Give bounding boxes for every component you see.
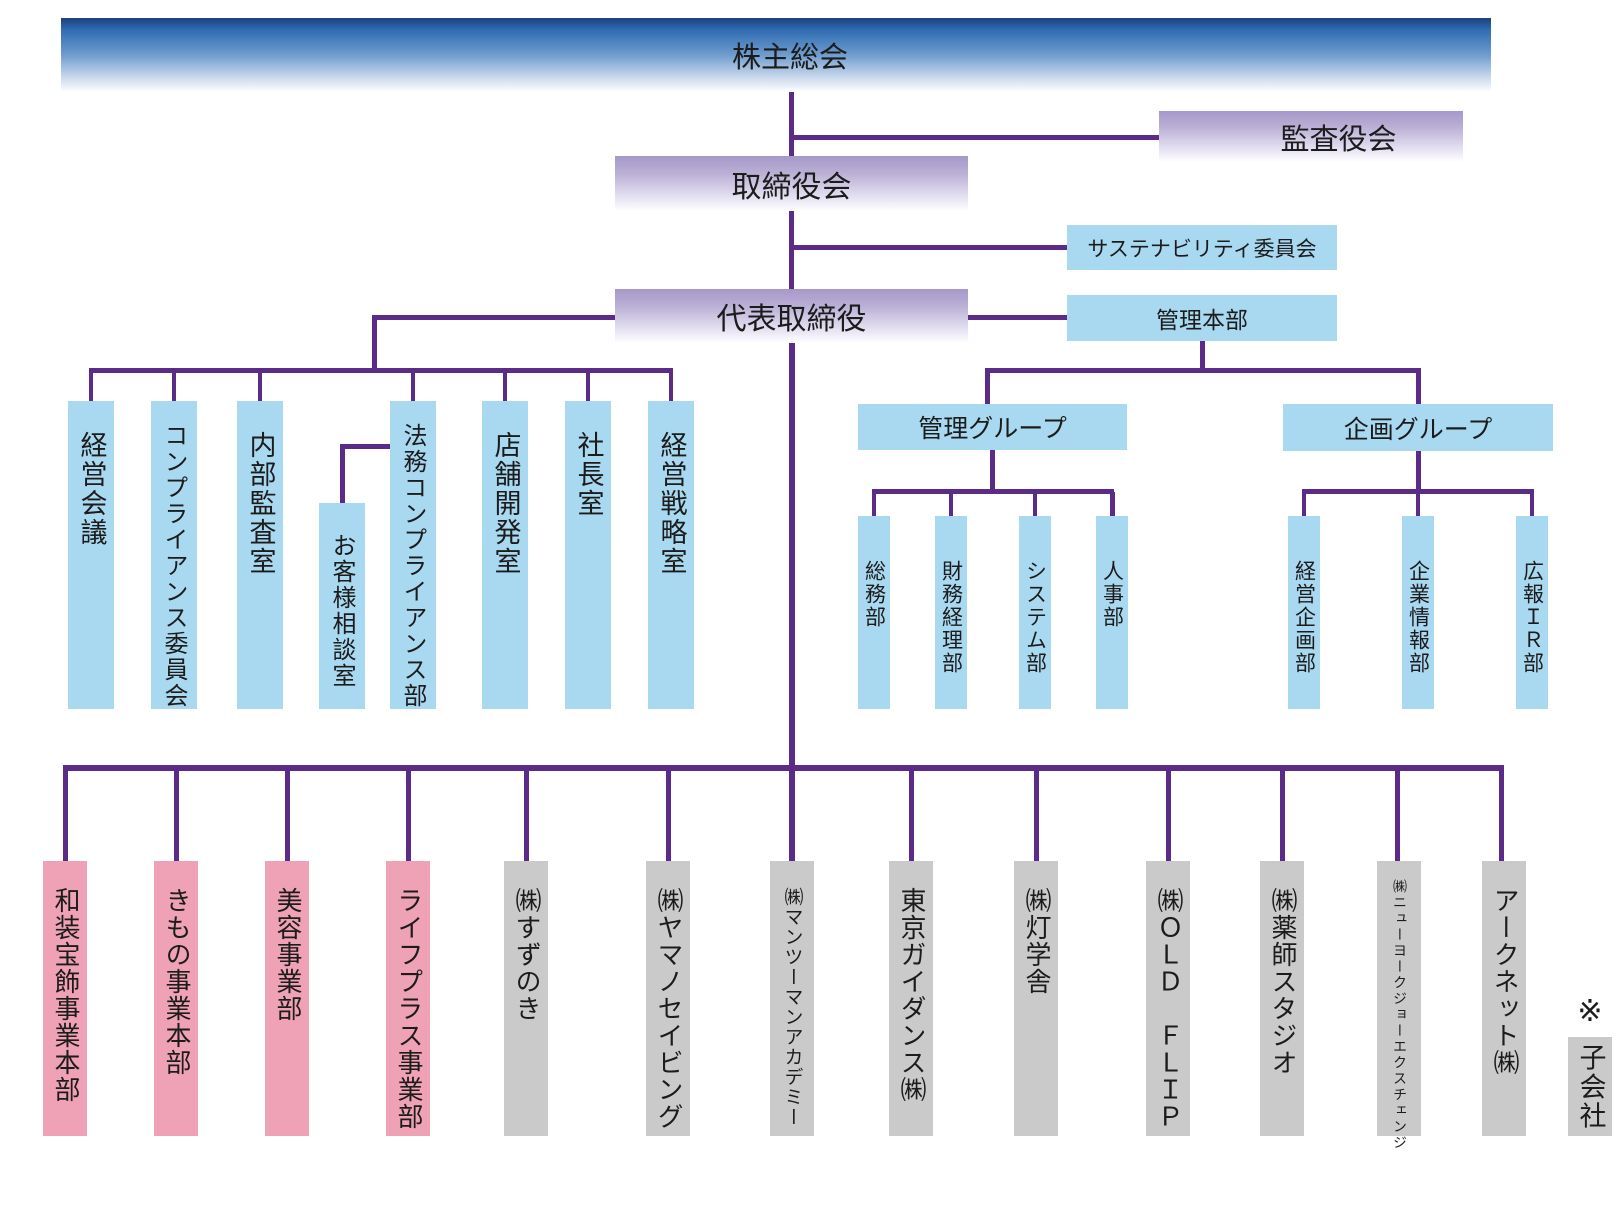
org-node-lifeplus-div: ライフプラス事業部 <box>386 861 430 1136</box>
connector-line <box>89 372 93 402</box>
connector-line <box>1166 770 1171 863</box>
connector-line <box>524 770 529 863</box>
subsidiary-legend-box: 子会社 <box>1568 1037 1612 1136</box>
org-node-man-to-man-academy: ㈱マンツーマンアカデミー <box>770 861 814 1136</box>
connector-line <box>372 315 615 320</box>
connector-line <box>372 315 377 371</box>
connector-line <box>1280 770 1285 863</box>
org-node-general-affairs-dept: 総務部 <box>858 516 890 709</box>
connector-line <box>666 770 671 863</box>
org-node-representative-director: 代表取締役 <box>615 289 968 343</box>
connector-line <box>985 368 990 404</box>
connector-line <box>949 492 953 516</box>
org-node-admin-hq: 管理本部 <box>1067 295 1337 341</box>
connector-line <box>1302 489 1534 494</box>
connector-line <box>63 770 68 863</box>
org-node-customer-consultation-office: お客様相談室 <box>319 503 365 709</box>
connector-line <box>789 88 794 156</box>
connector-line <box>503 372 507 402</box>
org-node-store-development-office: 店舗開発室 <box>482 401 528 709</box>
org-node-shareholders: 株主総会 <box>61 18 1491 92</box>
org-node-old-flip: ㈱ＯＬＤ ＦＬＩＰ <box>1146 861 1190 1136</box>
org-node-audit-board: 監査役会 <box>1159 111 1463 162</box>
connector-line <box>285 770 290 863</box>
connector-line <box>909 770 914 863</box>
org-node-finance-accounting-dept: 財務経理部 <box>935 516 967 709</box>
org-node-beauty-div: 美容事業部 <box>265 861 309 1136</box>
org-node-system-dept: システム部 <box>1019 516 1051 709</box>
connector-line <box>411 372 415 402</box>
connector-line <box>789 341 795 863</box>
connector-line <box>1033 492 1037 516</box>
org-node-board-of-directors: 取締役会 <box>615 156 968 211</box>
connector-line <box>1302 492 1306 516</box>
connector-line <box>1530 492 1534 516</box>
org-node-corporate-info-dept: 企業情報部 <box>1402 516 1434 709</box>
connector-line <box>406 770 411 863</box>
org-node-presidents-office: 社長室 <box>565 401 611 709</box>
org-node-management-group: 管理グループ <box>858 404 1127 450</box>
org-node-arknet: アークネット㈱ <box>1482 861 1526 1136</box>
connector-line <box>1110 492 1115 516</box>
connector-line <box>586 372 590 402</box>
org-node-legal-compliance-dept: 法務コンプライアンス部 <box>390 401 436 709</box>
connector-line <box>1499 770 1504 863</box>
org-node-yakushi-studio: ㈱薬師スタジオ <box>1260 861 1304 1136</box>
connector-line <box>1395 770 1400 863</box>
connector-line <box>872 489 1114 494</box>
org-node-planning-group: 企画グループ <box>1283 404 1553 451</box>
connector-line <box>1034 770 1039 863</box>
connector-line <box>174 770 179 863</box>
connector-line <box>340 444 392 449</box>
connector-line <box>1416 451 1421 489</box>
org-node-management-strategy-office: 経営戦略室 <box>648 401 694 709</box>
org-node-new-york-joe-exchange: ㈱ニューヨークジョーエクスチェンジ <box>1377 861 1421 1151</box>
connector-line <box>1416 368 1421 404</box>
org-node-sustainability-committee: サステナビリティ委員会 <box>1067 225 1337 270</box>
org-node-suzunoki: ㈱すずのき <box>504 861 548 1136</box>
connector-line <box>968 315 1067 320</box>
org-node-tokyo-guidance: 東京ガイダンス㈱ <box>889 861 933 1136</box>
connector-line <box>872 492 876 516</box>
connector-line <box>89 368 673 373</box>
org-node-kimono-div: きもの事業本部 <box>154 861 198 1136</box>
connector-line <box>990 450 995 489</box>
org-node-compliance-committee: コンプライアンス委員会 <box>151 401 197 709</box>
org-node-corporate-planning-dept: 経営企画部 <box>1288 516 1320 709</box>
connector-line <box>985 368 1421 373</box>
org-node-wasou-jewelry-div: 和装宝飾事業本部 <box>43 861 87 1136</box>
connector-line <box>172 372 176 402</box>
connector-line <box>789 211 794 291</box>
org-node-pr-ir-dept: 広報ＩＲ部 <box>1516 516 1548 709</box>
connector-line <box>258 372 262 402</box>
org-node-hr-dept: 人事部 <box>1096 516 1128 709</box>
org-node-internal-audit-office: 内部監査室 <box>237 401 283 709</box>
org-node-yamano-saving: ㈱ヤマノセイビング <box>646 861 690 1136</box>
subsidiary-note-mark: ※ <box>1577 994 1603 1029</box>
connector-line <box>63 765 1504 771</box>
org-node-management-meeting: 経営会議 <box>68 401 114 709</box>
connector-line <box>792 245 1067 250</box>
connector-line <box>792 135 1159 140</box>
connector-line <box>1200 341 1205 371</box>
connector-line <box>340 444 345 504</box>
connector-line <box>1416 492 1420 516</box>
org-node-tougakusha: ㈱灯学舎 <box>1014 861 1058 1136</box>
connector-line <box>669 372 673 402</box>
